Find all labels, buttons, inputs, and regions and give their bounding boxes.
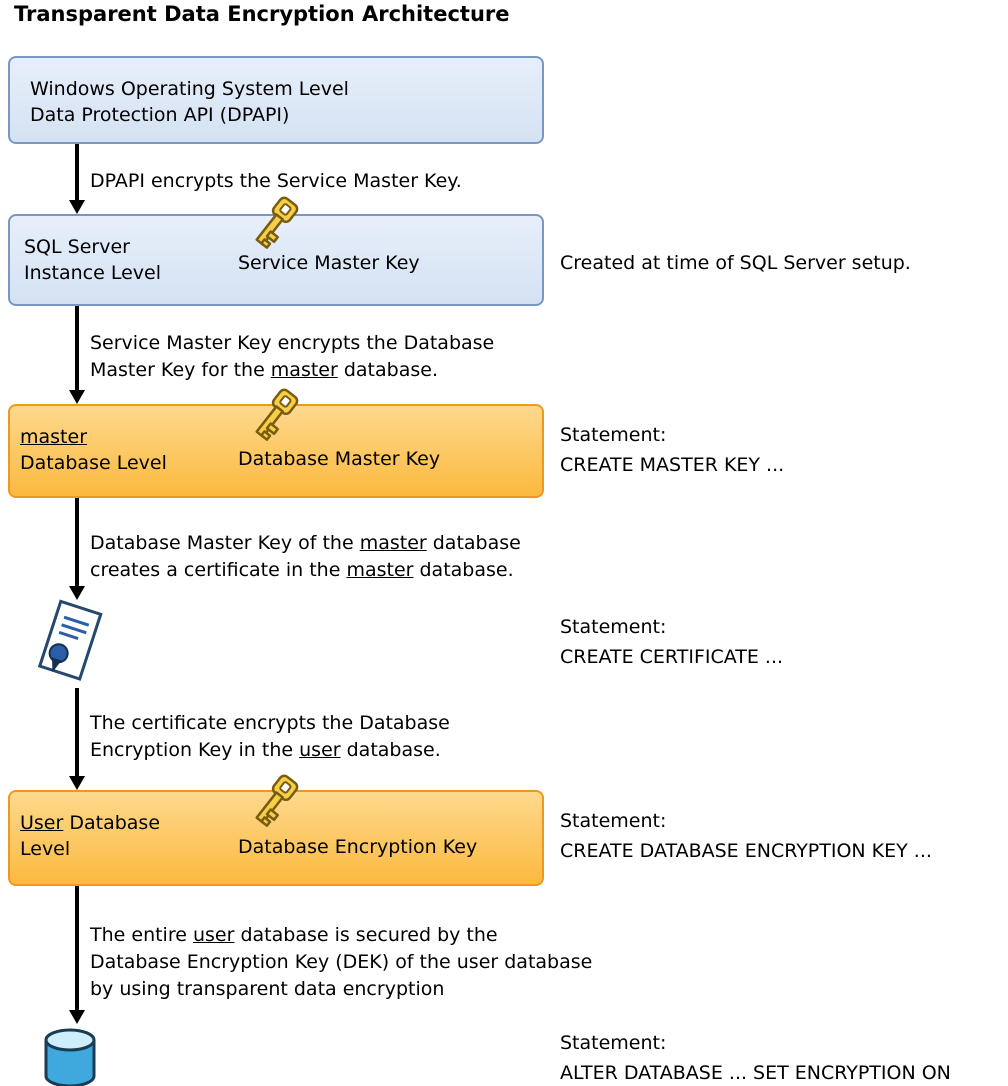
note-create-master-key: Statement: CREATE MASTER KEY ... <box>560 420 784 480</box>
certificate-icon <box>37 599 103 681</box>
statement-label: Statement: <box>560 810 667 832</box>
statement-code: CREATE MASTER KEY ... <box>560 454 785 476</box>
key-icon <box>255 388 299 441</box>
note-setup: Created at time of SQL Server setup. <box>560 248 911 278</box>
text-segment: Database Master Key of the <box>90 532 360 554</box>
underlined-term: user <box>192 924 235 946</box>
text-segment: The certificate encrypts the Database En… <box>90 712 450 761</box>
text-segment: Database <box>63 812 161 834</box>
text-segment: database. <box>337 359 438 381</box>
sql-instance-box: SQL Server Instance Level Service Master… <box>8 196 544 306</box>
dpapi-line1: Windows Operating System Level <box>30 78 349 100</box>
sql-instance-box-label: SQL Server Instance Level <box>24 234 161 286</box>
instance-line1: SQL Server <box>24 236 130 258</box>
underlined-term: user <box>299 739 341 761</box>
database-encryption-key-label: Database Encryption Key <box>238 836 478 858</box>
text-segment: The entire <box>90 924 193 946</box>
instance-line2: Instance Level <box>24 262 162 284</box>
text-segment: database. <box>340 739 441 761</box>
text-segment: Service Master Key encrypts the Database… <box>90 332 495 381</box>
master-database-box-label: master Database Level <box>20 424 167 476</box>
master-database-box: master Database Level Database Master Ke… <box>8 388 544 498</box>
dpapi-box-label: Windows Operating System Level Data Prot… <box>30 76 349 128</box>
note-create-dek: Statement: CREATE DATABASE ENCRYPTION KE… <box>560 806 932 866</box>
edge-label-dpapi-encrypts-smk: DPAPI encrypts the Service Master Key. <box>90 168 462 195</box>
statement-label: Statement: <box>560 424 667 446</box>
note-alter-database: Statement: ALTER DATABASE ... SET ENCRYP… <box>560 1028 951 1086</box>
arrow-master-db-to-certificate <box>69 498 85 600</box>
database-master-key-label: Database Master Key <box>238 448 441 470</box>
text-segment: database. <box>413 559 514 581</box>
user-database-box-label: User Database Level <box>20 810 160 862</box>
statement-code: CREATE CERTIFICATE ... <box>560 646 784 668</box>
edge-label-dek-secures-database: The entire user database is secured by t… <box>90 922 592 1003</box>
service-master-key-label: Service Master Key <box>238 252 420 274</box>
key-icon <box>255 196 299 249</box>
arrow-user-db-to-database <box>69 886 85 1024</box>
underlined-term: master <box>346 559 414 581</box>
database-cylinder-icon <box>44 1028 96 1086</box>
underlined-term: User <box>20 812 64 834</box>
text-segment: DPAPI encrypts the Service Master Key. <box>90 170 462 192</box>
text-segment: database is secured by the Database Encr… <box>90 924 593 1000</box>
note-setup-text: Created at time of SQL Server setup. <box>560 252 911 274</box>
dpapi-line2: Data Protection API (DPAPI) <box>30 104 290 126</box>
master-line2: Database Level <box>20 452 167 474</box>
user-line2: Level <box>20 838 71 860</box>
edge-label-dmk-creates-certificate: Database Master Key of the master databa… <box>90 530 521 584</box>
user-database-box: User Database Level Database Encryption … <box>8 774 544 886</box>
note-create-certificate: Statement: CREATE CERTIFICATE ... <box>560 612 783 672</box>
key-icon <box>255 774 299 827</box>
text-segment: database creates a certificate in the <box>90 532 521 581</box>
edge-label-smk-encrypts-dmk: Service Master Key encrypts the Database… <box>90 330 494 384</box>
statement-code: ALTER DATABASE ... SET ENCRYPTION ON <box>560 1062 951 1084</box>
underlined-term: master <box>359 532 427 554</box>
underlined-term: master <box>270 359 338 381</box>
statement-label: Statement: <box>560 616 667 638</box>
user-line1: User Database <box>20 810 160 836</box>
underlined-term: master <box>20 426 88 448</box>
diagram-title: Transparent Data Encryption Architecture <box>14 2 510 26</box>
statement-code: CREATE DATABASE ENCRYPTION KEY ... <box>560 840 932 862</box>
dpapi-box: Windows Operating System Level Data Prot… <box>8 56 544 144</box>
arrow-instance-to-master-db <box>69 306 85 404</box>
statement-label: Statement: <box>560 1032 667 1054</box>
edge-label-certificate-encrypts-dek: The certificate encrypts the Database En… <box>90 710 450 764</box>
master-line1: master <box>20 424 167 450</box>
arrow-dpapi-to-instance <box>69 144 85 214</box>
arrow-certificate-to-user-db <box>69 688 85 790</box>
